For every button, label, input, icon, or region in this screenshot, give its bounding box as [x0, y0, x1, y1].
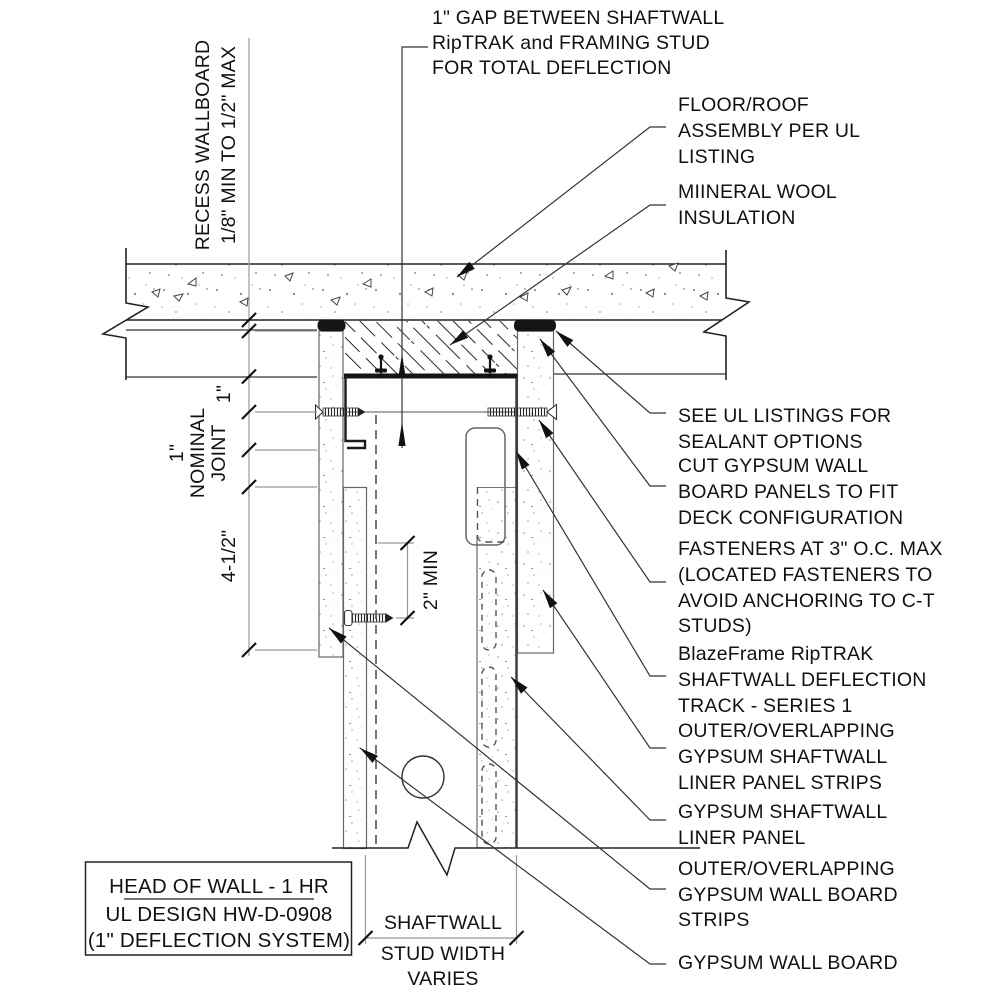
- liner-panel-fill: [477, 487, 517, 848]
- stud-punchout-circle: [401, 755, 445, 799]
- slab-aggregate-triangles: [151, 262, 709, 307]
- leader-liner-panel: [510, 676, 666, 821]
- callout-liner-panel-line-2: LINER PANEL: [678, 827, 806, 849]
- nominal-joint-dim-line-3: JOINT: [208, 424, 230, 481]
- nominal-joint-dim-line-2: NOMINAL: [187, 408, 209, 498]
- screw-head: [343, 609, 353, 627]
- leader-mineral-wool: [449, 204, 666, 346]
- leader-fasteners: [538, 419, 666, 583]
- leader-liner-strips: [542, 589, 666, 749]
- screw-head: [546, 403, 558, 421]
- ct-stud: [375, 415, 506, 850]
- dimension-ticks: [241, 312, 257, 658]
- title-block-title: HEAD OF WALL - 1 HR: [109, 875, 329, 898]
- callout-wall-board-line-1: GYPSUM WALL BOARD: [678, 952, 898, 974]
- leader-cut-gypsum: [539, 338, 666, 487]
- callout-floor-roof-line-2: ASSEMBLY PER UL: [678, 120, 860, 142]
- bottom-break-line: [332, 820, 700, 877]
- leader-wb-strips: [328, 627, 666, 890]
- nominal-joint-dim-line-1: 1": [166, 444, 188, 462]
- mineral-wool-hatch: [345, 321, 517, 374]
- left-wallboard-strip: [318, 330, 344, 658]
- callout-cut-gypsum-line-2: BOARD PANELS TO FIT: [678, 481, 899, 503]
- callout-fasteners-line-1: FASTENERS AT 3" O.C. MAX: [678, 538, 943, 560]
- right-liner-strip: [516, 330, 555, 654]
- callout-fasteners-line-4: STUDS): [678, 615, 752, 637]
- stud-width-dim-line-3: VARIES: [407, 968, 478, 990]
- screw-fastener-bottom: [343, 609, 394, 627]
- overlap-dim: 4-1/2": [218, 530, 240, 583]
- title-block: HEAD OF WALL - 1 HR UL DESIGN HW-D-0908 …: [84, 861, 353, 956]
- left-dimension-stack: RECESS WALLBOARD 1/8" MIN TO 1/2" MAX 1"…: [166, 38, 317, 658]
- callout-liner-panel-line-1: GYPSUM SHAFTWALL: [678, 801, 887, 823]
- callout-riptrak-line-1: BlazeFrame RipTRAK: [678, 643, 873, 665]
- callout-fasteners-line-3: AVOID ANCHORING TO C-T: [678, 590, 935, 612]
- callout-mineral-wool-line-2: INSULATION: [678, 207, 796, 229]
- stud-tab-hidden-corner: [476, 487, 505, 543]
- title-block-system: (1" DEFLECTION SYSTEM): [88, 929, 350, 952]
- recess-dim-line-2: 1/8" MIN TO 1/2" MAX: [218, 46, 240, 244]
- screw-tip: [386, 613, 394, 623]
- gap-1in-dim: 1": [213, 385, 235, 403]
- title-block-border: [84, 861, 353, 956]
- screw-fastener-left: [314, 403, 366, 421]
- right-callout-labels: FLOOR/ROOF ASSEMBLY PER UL LISTING MIINE…: [678, 94, 943, 974]
- callout-floor-roof-line-1: FLOOR/ROOF: [678, 94, 809, 116]
- dimension-ticks: [399, 535, 416, 626]
- track-leg-left: [344, 378, 367, 450]
- embed-min-dimension: 2" MIN: [378, 535, 442, 626]
- callout-liner-strips-line-1: OUTER/OVERLAPPING: [678, 720, 895, 742]
- callout-fasteners-line-2: (LOCATED FASTENERS TO: [678, 564, 933, 586]
- recess-dim-line-1: RECESS WALLBOARD: [192, 40, 214, 251]
- track-web: [344, 373, 518, 379]
- deflection-arrow-lower: [398, 422, 406, 446]
- callout-floor-roof-line-3: LISTING: [678, 146, 755, 168]
- sealant-bead-right: [514, 319, 556, 332]
- gap-callout-line-1: 1" GAP BETWEEN SHAFTWALL: [432, 7, 724, 29]
- callout-wb-strips-line-2: GYPSUM WALL BOARD: [678, 884, 898, 906]
- stud-tab: [465, 427, 506, 546]
- break-line-right: [701, 250, 752, 380]
- deck-anchor-right: [484, 354, 496, 377]
- leader-lines: [328, 126, 666, 965]
- leader-wall-board: [359, 747, 666, 965]
- sealant-bead-left: [317, 319, 346, 332]
- callout-wb-strips-line-3: STRIPS: [678, 909, 750, 931]
- title-block-design: UL DESIGN HW-D-0908: [105, 903, 332, 926]
- gypsum-wall-board-panel: [342, 486, 368, 850]
- callout-riptrak-line-2: SHAFTWALL DEFLECTION: [678, 669, 927, 691]
- gap-callout: 1" GAP BETWEEN SHAFTWALL RipTRAK and FRA…: [398, 7, 724, 448]
- stud-slots: [481, 569, 497, 845]
- extension-lines: [255, 330, 317, 651]
- embed-min-dim: 2" MIN: [420, 550, 442, 610]
- break-line-left: [100, 248, 151, 380]
- screw-fastener-right: [487, 403, 558, 421]
- deck-anchor-left: [375, 354, 387, 377]
- callout-sealant-line-2: SEALANT OPTIONS: [678, 431, 863, 453]
- gap-callout-line-2: RipTRAK and FRAMING STUD: [432, 32, 710, 54]
- stud-width-dimension: SHAFTWALL STUD WIDTH VARIES: [357, 855, 525, 990]
- callout-wb-strips-line-1: OUTER/OVERLAPPING: [678, 858, 895, 880]
- callout-cut-gypsum-line-3: DECK CONFIGURATION: [678, 507, 903, 529]
- leader-riptrak: [515, 450, 666, 677]
- callout-liner-strips-line-3: LINER PANEL STRIPS: [678, 772, 882, 794]
- deflection-arrow-upper: [398, 354, 406, 377]
- callout-liner-strips-line-2: GYPSUM SHAFTWALL: [678, 746, 887, 768]
- leader-floor-roof: [456, 126, 666, 278]
- screw-tip: [358, 407, 366, 417]
- stud-width-dim-line-1: SHAFTWALL: [384, 912, 502, 934]
- floor-slab: [100, 248, 752, 380]
- callout-sealant-line-1: SEE UL LISTINGS FOR: [678, 405, 891, 427]
- callout-cut-gypsum-line-1: CUT GYPSUM WALL: [678, 455, 868, 477]
- gap-leader-line: [401, 46, 428, 448]
- gap-callout-line-3: FOR TOTAL DEFLECTION: [432, 57, 671, 79]
- liner-panel: [476, 486, 517, 848]
- stud-width-dim-line-2: STUD WIDTH: [381, 943, 505, 965]
- callout-riptrak-line-3: TRACK - SERIES 1: [678, 695, 852, 717]
- callout-mineral-wool-line-1: MIINERAL WOOL: [678, 181, 837, 203]
- dimension-ticks: [357, 930, 525, 946]
- leader-sealant: [555, 330, 666, 414]
